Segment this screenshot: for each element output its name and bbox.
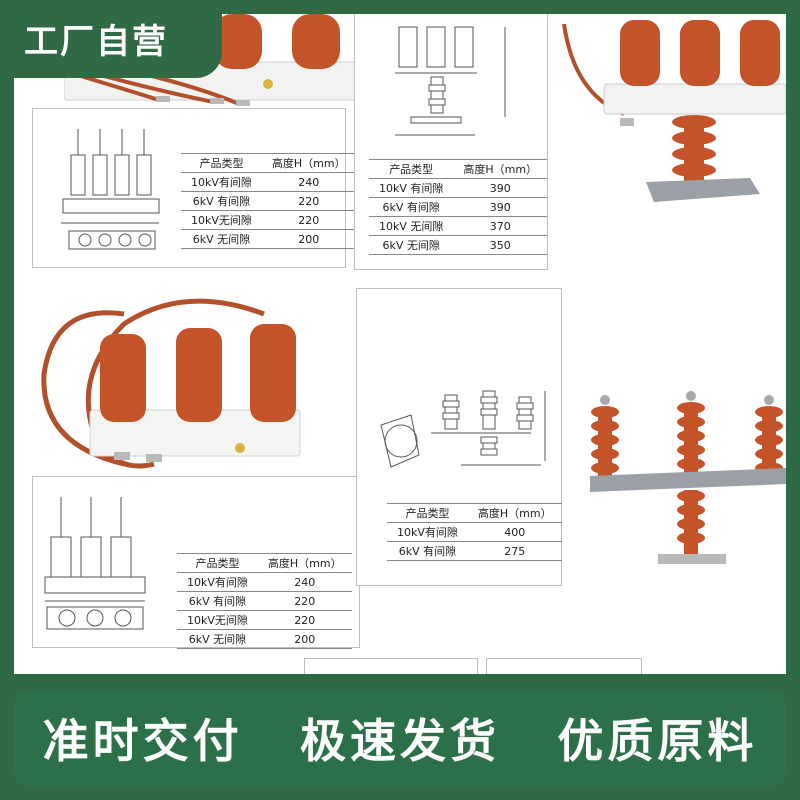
- table-cell: 370: [453, 216, 548, 236]
- table-cell: 200: [261, 229, 356, 249]
- slogan-box: 准时交付 极速发货 优质原料: [14, 690, 786, 786]
- table-cell: 220: [257, 591, 352, 611]
- table-cell: 240: [257, 572, 352, 592]
- table-cell: 275: [467, 541, 562, 561]
- table-cell: 10kV 无间隙: [369, 216, 454, 236]
- arrester-product-photo-right: [590, 391, 786, 564]
- insulator-bottom: [677, 490, 705, 554]
- table-cell: 400: [467, 522, 562, 542]
- table-cell: 6kV 有间隙: [369, 197, 454, 217]
- column-header: 产品类型: [181, 153, 262, 173]
- column-header: 产品类型: [387, 503, 468, 523]
- table-header-row: 产品类型 高度H（mm）: [387, 503, 562, 523]
- table-cell: 350: [453, 235, 548, 255]
- table-cell: 240: [261, 172, 356, 192]
- arrester-product-photo-middle-left: [41, 298, 301, 469]
- table-cell: 220: [257, 610, 352, 630]
- technical-drawing: [61, 129, 160, 250]
- table-cell: 6kV 无间隙: [181, 229, 262, 249]
- technical-drawing: [395, 26, 506, 136]
- column-header: 产品类型: [369, 159, 454, 179]
- table-cell: 220: [261, 191, 356, 211]
- table-cell: 390: [453, 197, 548, 217]
- table-cell: 10kV有间隙: [177, 572, 258, 592]
- table-header-row: 产品类型 高度H（mm）: [177, 553, 352, 573]
- badge-label: 工厂自营: [24, 22, 168, 62]
- column-header: 高度H（mm）: [453, 159, 548, 179]
- slogan-on-time-delivery: 准时交付: [42, 714, 243, 768]
- table-cell: 6kV 无间隙: [369, 235, 454, 255]
- column-header: 高度H（mm）: [257, 553, 352, 573]
- insulator-right: [755, 406, 783, 476]
- slogan-quality-materials: 优质原料: [557, 714, 758, 768]
- insulator-left: [591, 406, 619, 476]
- table-cell: 390: [453, 178, 548, 198]
- table-cell: 10kV有间隙: [387, 522, 468, 542]
- column-header: 产品类型: [177, 553, 258, 573]
- slogan-fast-shipping: 极速发货: [299, 714, 500, 768]
- footer-banner: 准时交付 极速发货 优质原料: [0, 676, 800, 800]
- table-cell: 6kV 有间隙: [177, 591, 258, 611]
- factory-direct-badge: 工厂自营: [0, 0, 222, 78]
- table-cell: 10kV有间隙: [181, 172, 262, 192]
- table-cell: 10kV 有间隙: [369, 178, 454, 198]
- table-header-row: 产品类型 高度H（mm）: [181, 153, 356, 173]
- dimension-drawing-panel-bottom-partial-1: [304, 658, 478, 674]
- technical-drawing: [44, 497, 146, 630]
- technical-drawing: [380, 390, 546, 468]
- table-cell: 220: [261, 210, 356, 230]
- insulator-center: [677, 402, 705, 476]
- table-cell: 10kV无间隙: [177, 610, 258, 630]
- table-cell: 200: [257, 629, 352, 649]
- table-cell: 10kV无间隙: [181, 210, 262, 230]
- dimension-drawing-panel-bottom-partial-2: [486, 658, 642, 674]
- arrester-product-photo-top-right: [562, 20, 786, 202]
- table-cell: 6kV 有间隙: [387, 541, 468, 561]
- table-cell: 6kV 有间隙: [181, 191, 262, 211]
- column-header: 高度H（mm）: [261, 153, 356, 173]
- table-header-row: 产品类型 高度H（mm）: [369, 159, 548, 179]
- column-header: 高度H（mm）: [467, 503, 562, 523]
- table-cell: 6kV 无间隙: [177, 629, 258, 649]
